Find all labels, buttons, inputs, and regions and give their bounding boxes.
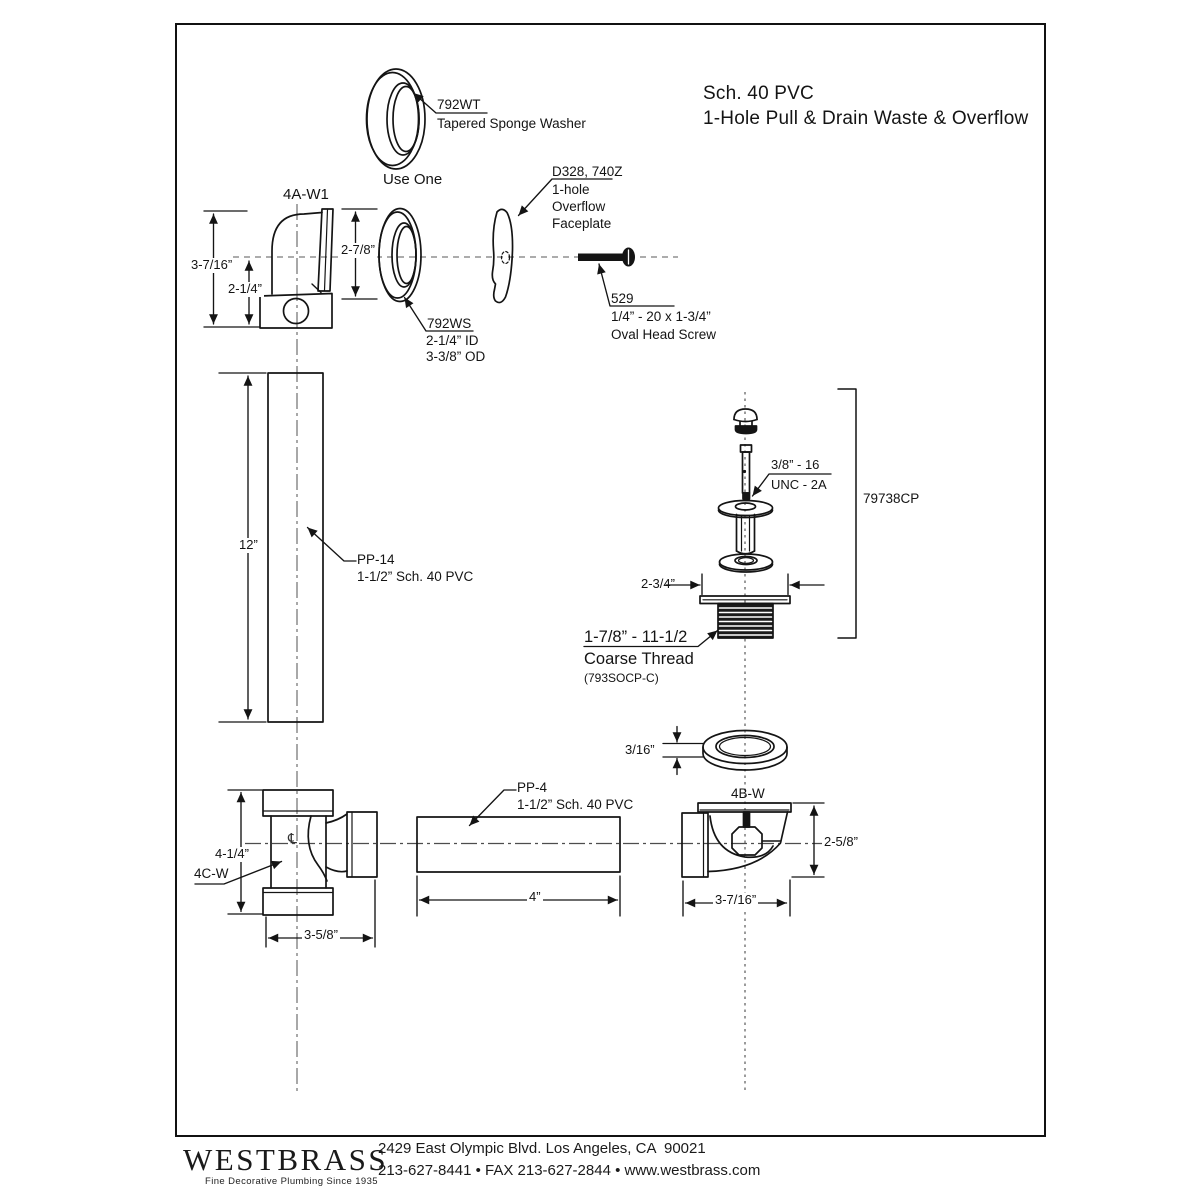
ring-washer-drawing xyxy=(702,729,788,771)
dim-label-2-3-4: 2-3/4” xyxy=(641,576,675,591)
drain-lift-rod-drawing xyxy=(739,444,753,502)
label-d328-line2: Overflow xyxy=(552,199,606,214)
label-792wt-code: 792WT xyxy=(437,97,481,112)
label-529-code: 529 xyxy=(611,291,634,306)
logo-tagline: Fine Decorative Plumbing Since 1935 xyxy=(205,1176,378,1187)
dim-label-4: 4” xyxy=(527,889,543,905)
footer-address: 2429 East Olympic Blvd. Los Angeles, CA … xyxy=(378,1140,706,1157)
drain-flange-tube-drawing xyxy=(717,499,774,555)
leader-792wt xyxy=(412,92,488,114)
label-792ws-od: 3-3/8” OD xyxy=(426,349,486,364)
label-79738cp-code: 79738CP xyxy=(863,491,920,506)
dim-pp4-length xyxy=(416,875,621,917)
dim-label-3-7-16: 3-7/16” xyxy=(189,257,235,273)
leader-screw xyxy=(597,263,675,307)
label-coarse-thread-name: Coarse Thread xyxy=(584,650,694,668)
dim-label-2-1-4: 2-1/4” xyxy=(226,281,264,297)
dim-label-2-5-8: 2-5/8” xyxy=(822,834,860,850)
sponge-washer-792wt-drawing xyxy=(365,68,426,170)
drain-washer-drawing xyxy=(718,553,774,573)
label-pp4-code: PP-4 xyxy=(517,780,548,795)
label-4bw-code: 4B-W xyxy=(731,786,765,801)
leader-792ws xyxy=(403,296,474,332)
leader-rod-thread xyxy=(751,473,832,497)
dim-ring-washer-thickness xyxy=(662,725,704,776)
label-792wt-name: Tapered Sponge Washer xyxy=(437,116,586,131)
label-pp4-spec: 1-1/2” Sch. 40 PVC xyxy=(517,797,634,812)
label-d328-line3: Faceplate xyxy=(552,216,612,231)
centerline-symbol: ℄ xyxy=(288,830,297,846)
dim-label-12: 12” xyxy=(237,537,260,553)
label-d328-line1: 1-hole xyxy=(552,182,590,197)
leader-pp14 xyxy=(306,526,357,562)
pipe-pp14-drawing xyxy=(267,372,324,723)
label-529-size: 1/4” - 20 x 1-3/4” xyxy=(611,309,711,324)
label-792ws-code: 792WS xyxy=(427,316,472,331)
label-rod-thread1: 3/8” - 16 xyxy=(771,457,820,472)
label-pp14-code: PP-14 xyxy=(357,552,395,567)
leader-4cw xyxy=(194,860,283,885)
dim-elbow-4bw-height xyxy=(791,802,825,878)
label-rod-thread2: UNC - 2A xyxy=(771,477,827,492)
dim-label-3-16: 3/16” xyxy=(625,742,655,757)
leader-faceplate xyxy=(517,178,613,217)
dim-label-3-7-16-b: 3-7/16” xyxy=(713,892,759,908)
leader-coarse-thread xyxy=(583,629,719,648)
centerlines xyxy=(233,204,838,1092)
footer-contact: 213-627-8441 • FAX 213-627-2844 • www.we… xyxy=(378,1162,761,1179)
label-pp14-spec: 1-1/2” Sch. 40 PVC xyxy=(357,569,474,584)
label-coarse-thread-size: 1-7/8” - 11-1/2 xyxy=(584,628,688,646)
label-793socp-code: (793SOCP-C) xyxy=(584,671,659,685)
elbow-4aw1-drawing xyxy=(259,208,334,329)
dim-label-3-5-8: 3-5/8” xyxy=(302,927,340,943)
label-4aw1-code: 4A-W1 xyxy=(283,186,329,203)
label-529-name: Oval Head Screw xyxy=(611,327,717,342)
tee-4cw-drawing xyxy=(262,789,378,916)
dim-label-2-7-8: 2-7/8” xyxy=(339,242,377,258)
westbrass-logo: WESTBRASS xyxy=(183,1142,389,1177)
sheet-title-line2: 1-Hole Pull & Drain Waste & Overflow xyxy=(703,108,1029,129)
bracket-79738cp xyxy=(837,388,857,639)
label-d328-code: D328, 740Z xyxy=(552,164,623,179)
overflow-faceplate-drawing xyxy=(491,208,514,304)
leader-pp4 xyxy=(468,789,517,827)
label-4cw-code: 4C-W xyxy=(194,866,229,881)
dim-label-4-1-4: 4-1/4” xyxy=(213,846,251,862)
dim-drain-flange-width xyxy=(665,573,825,596)
drain-threaded-body-drawing xyxy=(699,595,791,639)
pipe-pp4-drawing xyxy=(416,816,621,873)
washer-792ws-drawing xyxy=(378,207,422,303)
drain-stopper-drawing xyxy=(733,408,758,435)
label-use-one: Use One xyxy=(383,171,443,188)
elbow-4bw-drawing xyxy=(681,802,792,878)
sheet-border xyxy=(175,23,1046,1137)
sheet-title-line1: Sch. 40 PVC xyxy=(703,83,814,104)
label-792ws-id: 2-1/4” ID xyxy=(426,333,479,348)
oval-head-screw-drawing xyxy=(578,247,635,267)
